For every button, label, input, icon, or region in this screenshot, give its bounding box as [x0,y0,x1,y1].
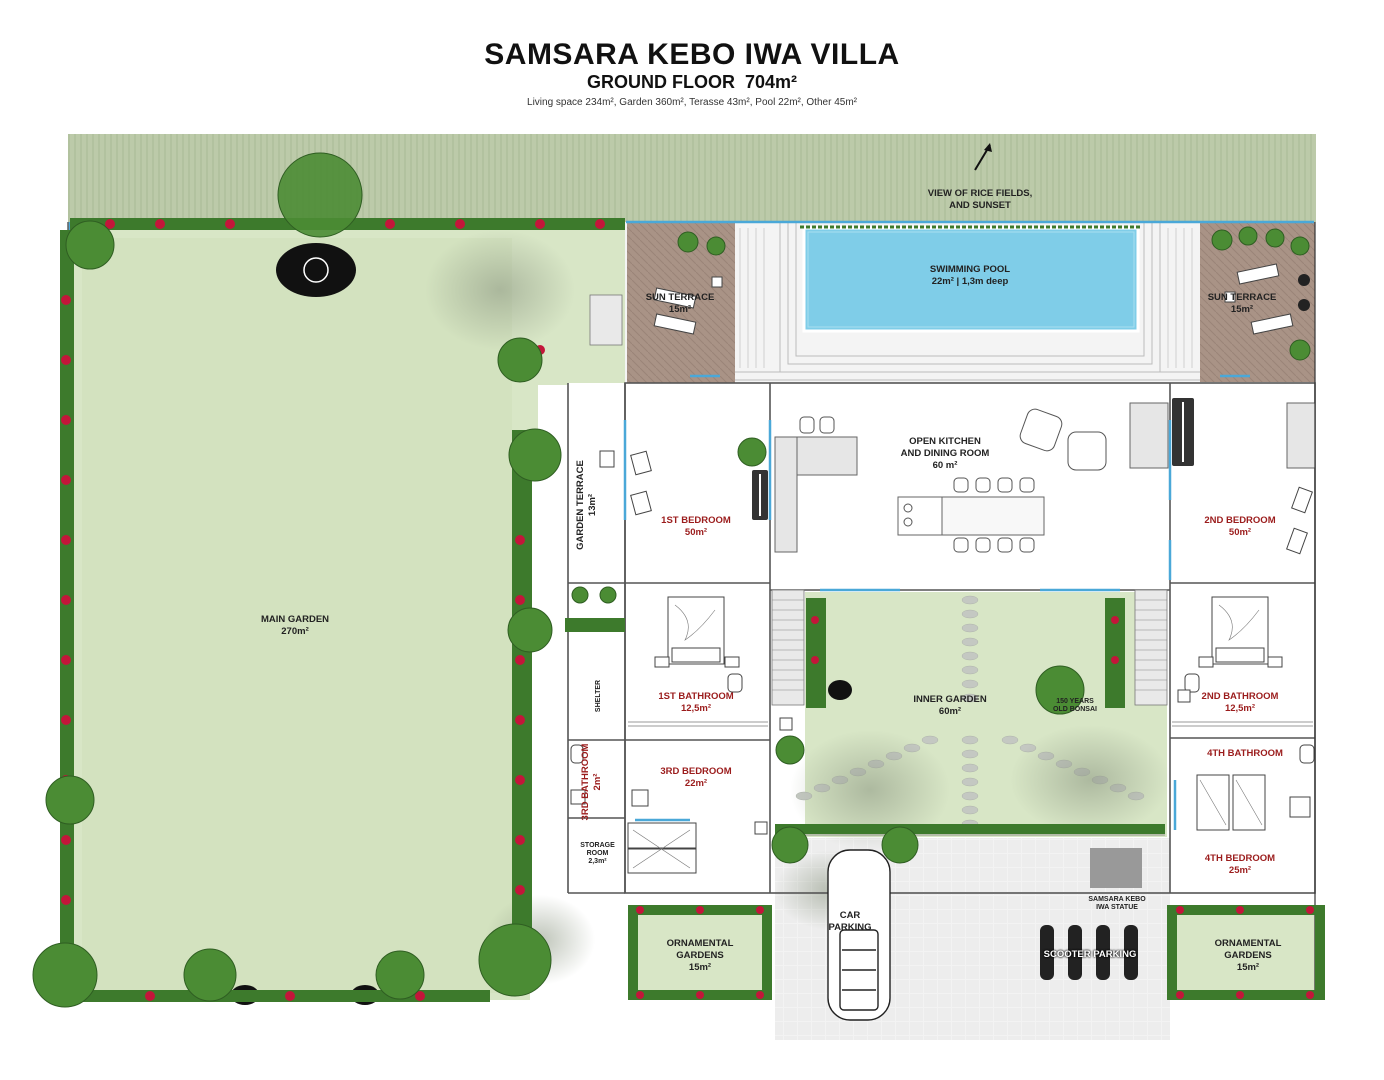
floor-name: GROUND FLOOR [586,72,735,92]
bathroom-2-label: 2ND BATHROOM 12,5m² [1201,691,1279,714]
bedroom-1-label: 1ST BEDROOM 50m² [661,515,731,538]
view-label: VIEW OF RICE FIELDS, AND SUNSET [927,188,1033,211]
car-graphic [827,849,891,1021]
samsara-statue-label: SAMSARA KEBO IWA STATUE [1088,896,1146,911]
ornamental-garden-right-label: ORNAMENTAL GARDENS 15m² [1214,938,1282,973]
bedroom-4-label: 4TH BEDROOM 25m² [1204,853,1276,876]
sun-terrace-right-label: SUN TERRACE 15m² [1207,292,1277,315]
car-parking-label: CAR PARKING [828,910,872,933]
pool-label: SWIMMING POOL 22m² | 1,3m deep [929,264,1011,287]
dining-table [941,496,1045,536]
sofa-right [1129,402,1169,469]
cooktop [897,496,943,536]
bathroom-4-label: 4TH BATHROOM [1207,748,1283,759]
bedroom-3-label: 3RD BEDROOM 22m² [660,766,732,789]
kitchen-label: OPEN KITCHEN AND DINING ROOM 60 m² [900,436,990,471]
area-breakdown: Living space 234m², Garden 360m², Terass… [527,97,857,108]
floor-area: 704m² [744,72,798,92]
plan-subtitle: GROUND FLOOR 704m² [0,72,1384,93]
inner-garden-label: INNER GARDEN 60m² [913,694,987,717]
bathroom-3-label: 3RD BATHROOM 2m² [580,743,603,821]
bedroom-2-label: 2ND BEDROOM 50m² [1204,515,1276,538]
bed-1 [654,596,740,668]
main-garden-label: MAIN GARDEN 270m² [260,614,330,637]
buddha-statue-pad [276,243,356,297]
sun-terrace-left-label: SUN TERRACE 15m² [645,292,715,315]
garden-terrace-label: GARDEN TERRACE 13m² [575,460,598,550]
ornamental-garden-left [628,905,772,1000]
storage-room-label: STORAGE ROOM 2,3m² [580,842,615,865]
palm-tree-top [277,152,363,238]
ornamental-garden-right [1167,905,1325,1000]
rice-field [68,134,1316,222]
plan-title: SAMSARA KEBO IWA VILLA [484,38,900,71]
bed-2 [1198,596,1283,668]
ornamental-garden-left-label: ORNAMENTAL GARDENS 15m² [666,938,734,973]
sofa-far-right [1286,402,1316,469]
samsara-statue-tile [1090,848,1142,888]
shelter-label: SHELTER [595,679,602,713]
scooter-parking-label: SCOOTER PARKING [1043,949,1137,960]
bathroom-1-label: 1ST BATHROOM 12,5m² [658,691,734,714]
swimming-pool [802,226,1140,333]
bonsai-label: 150 YEARS OLD BONSAI [1053,698,1097,713]
